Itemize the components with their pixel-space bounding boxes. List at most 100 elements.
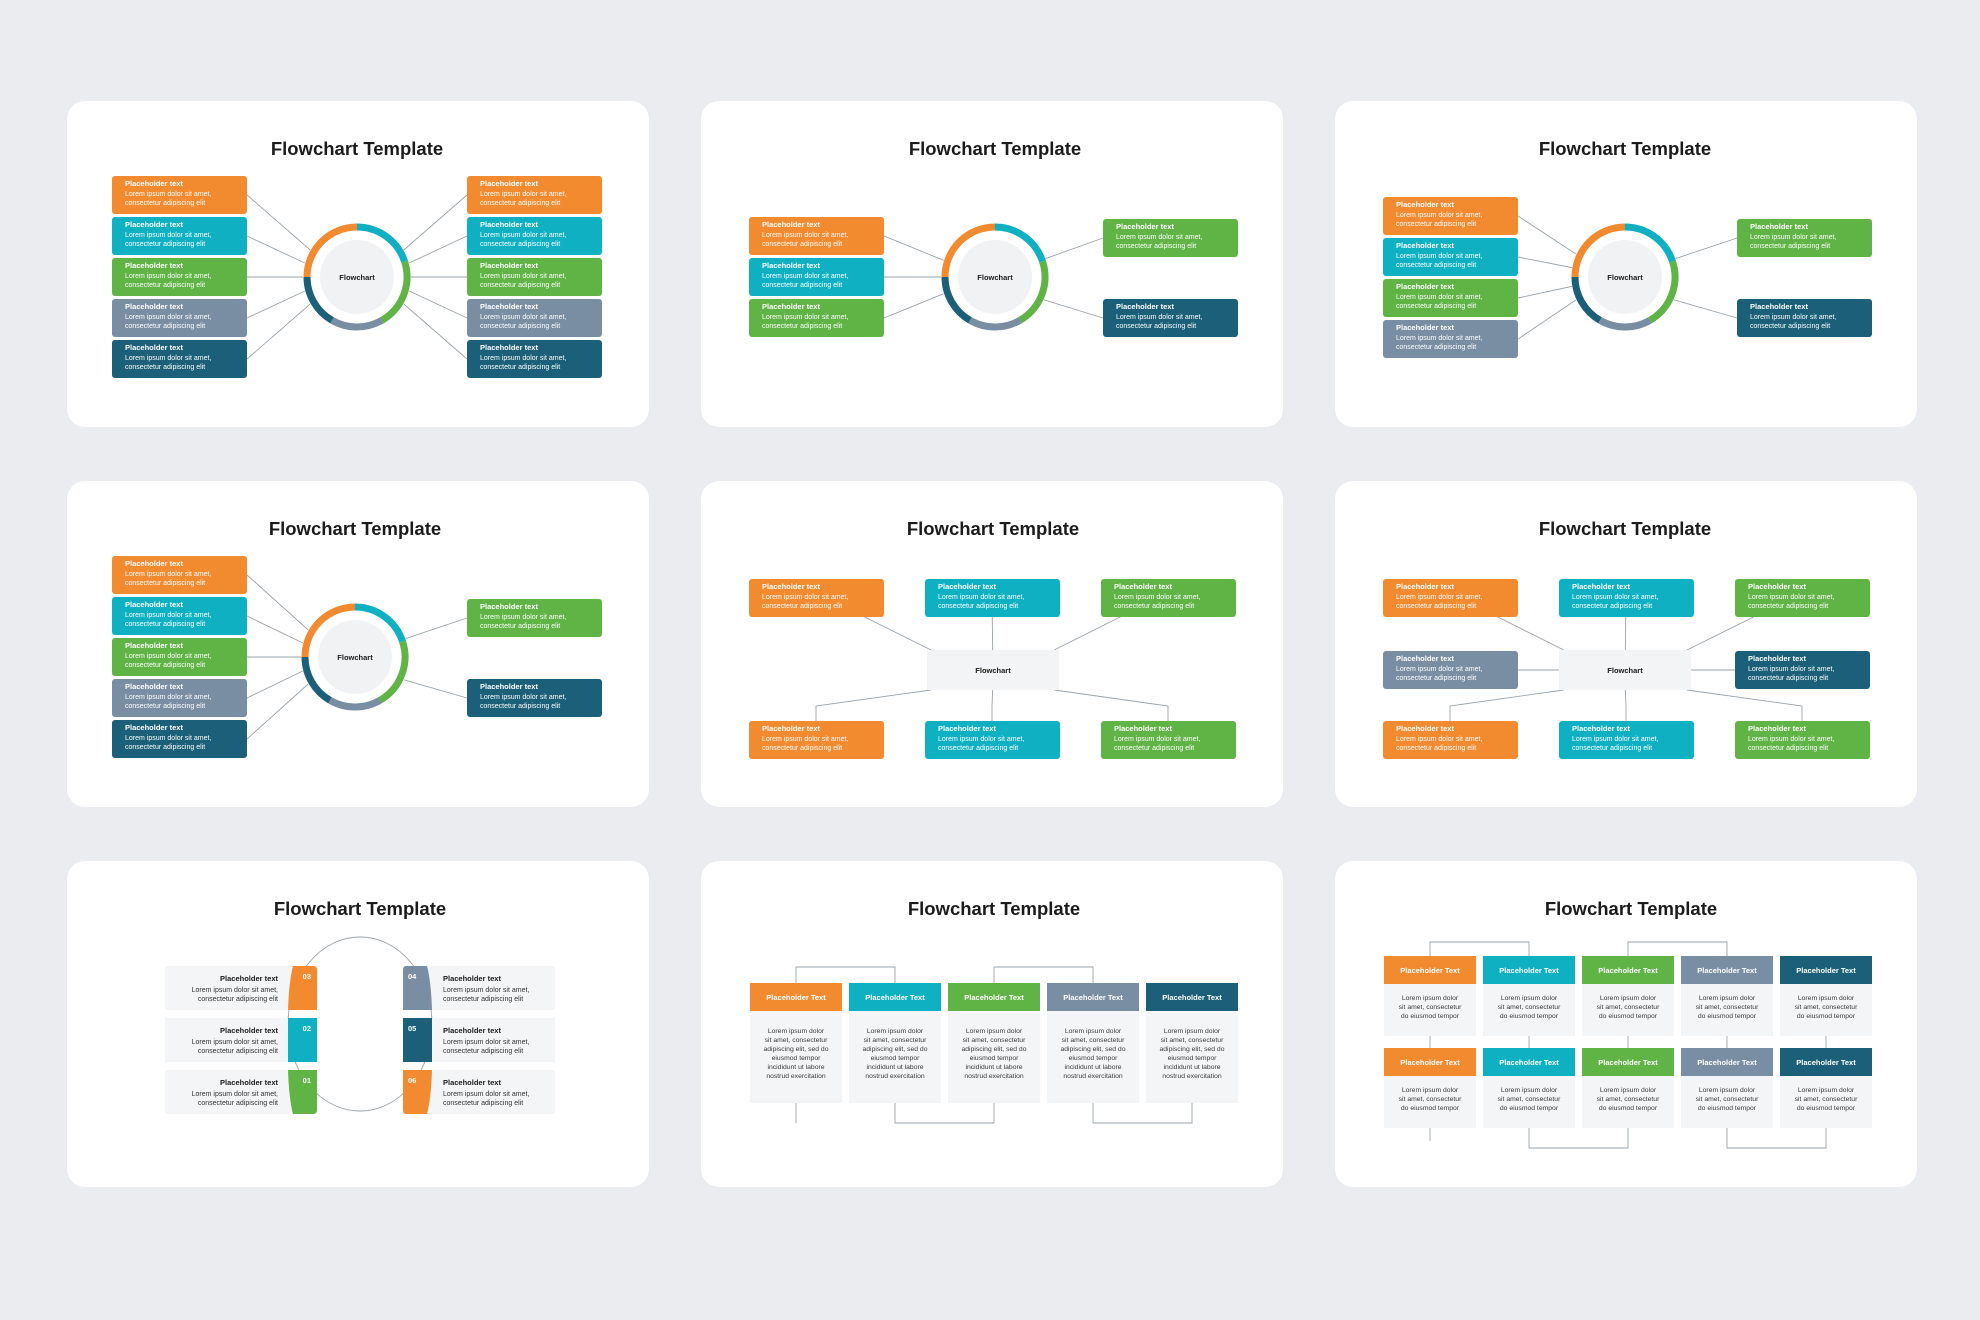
- box-body-line: Lorem ipsum dolor sit amet,: [762, 273, 848, 280]
- connector-line: [1726, 1127, 1827, 1149]
- hub-label: Flowchart: [1607, 273, 1643, 282]
- ring-segment: [330, 317, 384, 331]
- cell-header: [1780, 1048, 1872, 1076]
- box-title: Placeholder text: [1748, 582, 1806, 591]
- hub-label: Flowchart: [977, 273, 1013, 282]
- box-background: [1735, 579, 1870, 617]
- cell-body-line: do eiusmod tempor: [1401, 1105, 1460, 1112]
- box-body-line: consectetur adipiscing elit: [1748, 745, 1828, 752]
- box-title: Placeholder text: [480, 179, 538, 188]
- column-body-line: sit amet, consectetur: [1062, 1037, 1125, 1044]
- cell-header-label: Placeholder Text: [1598, 966, 1658, 975]
- box-body-line: Lorem ipsum dolor sit amet,: [1396, 666, 1482, 673]
- box-body-line: Lorem ipsum dolor sit amet,: [125, 571, 211, 578]
- column-body: [1146, 1011, 1238, 1103]
- column-body-line: nostrud exercitation: [1063, 1073, 1123, 1080]
- column-body-line: Lorem ipsum dolor: [1065, 1028, 1122, 1035]
- cell-header-label: Placeholder Text: [1697, 966, 1757, 975]
- box-title: Placeholder text: [1750, 302, 1808, 311]
- ring-segment: [301, 603, 356, 658]
- flowchart-hub: Flowchart: [1559, 650, 1691, 690]
- column-body-line: incididunt ut labore: [1163, 1064, 1220, 1071]
- box-body-line: Lorem ipsum dolor sit amet,: [1748, 594, 1834, 601]
- box-background: [467, 340, 602, 378]
- box-body-line: Lorem ipsum dolor sit amet,: [480, 232, 566, 239]
- connector-line: [1517, 256, 1572, 269]
- box-body-line: Lorem ipsum dolor sit amet,: [480, 314, 566, 321]
- connector-line: [1045, 237, 1104, 259]
- box-title: Placeholder text: [938, 724, 996, 733]
- flowchart-ring: Flowchart: [941, 223, 1049, 331]
- box-background: [749, 258, 884, 296]
- box-background: [1383, 651, 1518, 689]
